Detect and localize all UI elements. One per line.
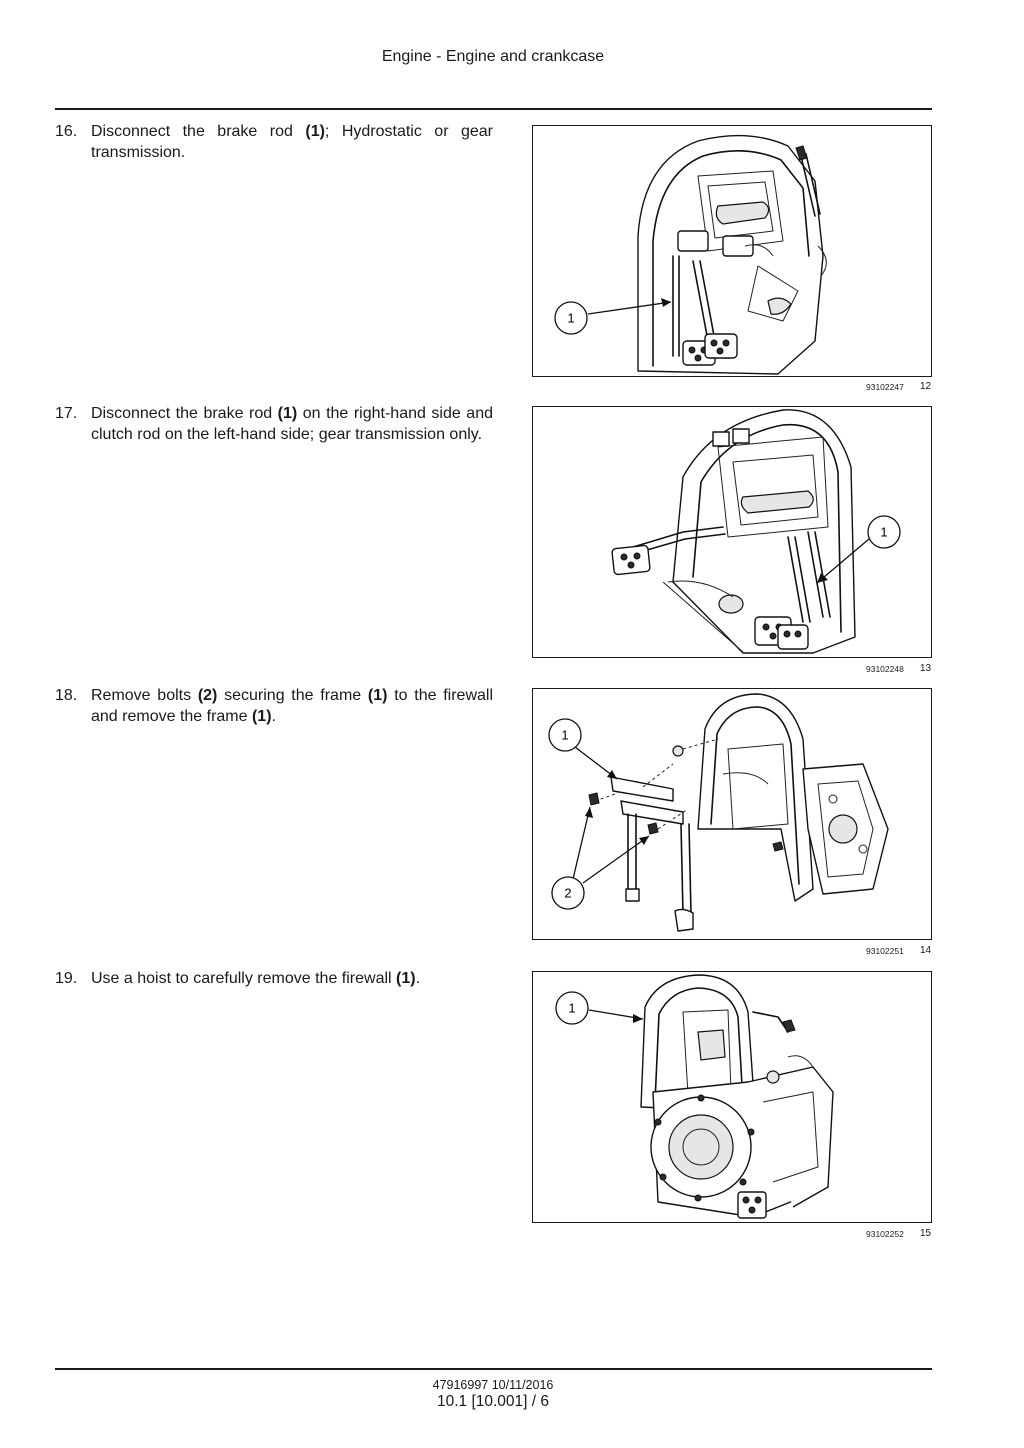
brake-pedal-pads <box>682 333 738 366</box>
step-number: 18. <box>55 687 78 704</box>
footer-rule <box>55 1368 932 1370</box>
firewall-transmission-drawing <box>640 974 834 1219</box>
firewall-pedal-assembly-drawing <box>637 134 827 375</box>
footer-page-number: 10.1 [10.001] / 6 <box>436 1393 550 1410</box>
step-16: 16. Disconnect the brake rod (1); Hydros… <box>55 122 493 163</box>
step-number: 19. <box>55 970 78 987</box>
svg-text:2: 2 <box>564 886 571 901</box>
figure-number: 14 <box>920 945 932 956</box>
svg-text:1: 1 <box>561 728 568 743</box>
step-19: 19. Use a hoist to carefully remove the … <box>55 969 493 990</box>
svg-text:1: 1 <box>567 311 574 326</box>
figure-code: 93102247 <box>866 382 904 392</box>
svg-text:1: 1 <box>880 525 887 540</box>
figure-code: 93102251 <box>866 946 904 956</box>
firewall-exploded-drawing <box>588 693 889 932</box>
callout-1: 1 <box>554 298 672 335</box>
figure-firewall-removal: 1 <box>532 971 932 1223</box>
step-number: 17. <box>55 405 78 422</box>
step-18: 18. Remove bolts (2) securing the frame … <box>55 686 493 727</box>
clutch-pedal-pad <box>611 544 651 576</box>
step-text: Remove bolts (2) securing the frame (1) … <box>91 687 494 725</box>
step-text: Disconnect the brake rod (1) on the righ… <box>91 405 493 443</box>
callout-2: 2 <box>551 806 650 910</box>
callout-1: 1 <box>555 991 644 1025</box>
firewall-pedal-assembly-drawing <box>611 409 856 654</box>
figure-number: 12 <box>920 381 932 392</box>
step-text: Disconnect the brake rod (1); Hydrostati… <box>91 123 493 161</box>
step-17: 17. Disconnect the brake rod (1) on the … <box>55 404 493 445</box>
step-text: Use a hoist to carefully remove the fire… <box>91 970 421 987</box>
footer-document-reference: 47916997 10/11/2016 <box>432 1378 554 1392</box>
header-rule <box>55 108 932 110</box>
figure-code: 93102248 <box>866 664 904 674</box>
svg-text:1: 1 <box>568 1001 575 1016</box>
figure-frame-and-bolts: 1 2 <box>532 688 932 940</box>
brake-pedal-pad <box>754 616 809 650</box>
frame-part <box>610 776 694 932</box>
figure-code: 93102252 <box>866 1229 904 1239</box>
callout-1: 1 <box>816 515 901 584</box>
page-header-title: Engine - Engine and crankcase <box>381 48 605 65</box>
drive-hub <box>737 1191 767 1219</box>
figure-brake-rod-hydrostatic: 1 <box>532 125 932 377</box>
figure-brake-clutch-rods: 1 <box>532 406 932 658</box>
callout-1: 1 <box>548 718 618 780</box>
step-number: 16. <box>55 123 78 140</box>
figure-number: 13 <box>920 663 932 674</box>
figure-number: 15 <box>920 1228 932 1239</box>
